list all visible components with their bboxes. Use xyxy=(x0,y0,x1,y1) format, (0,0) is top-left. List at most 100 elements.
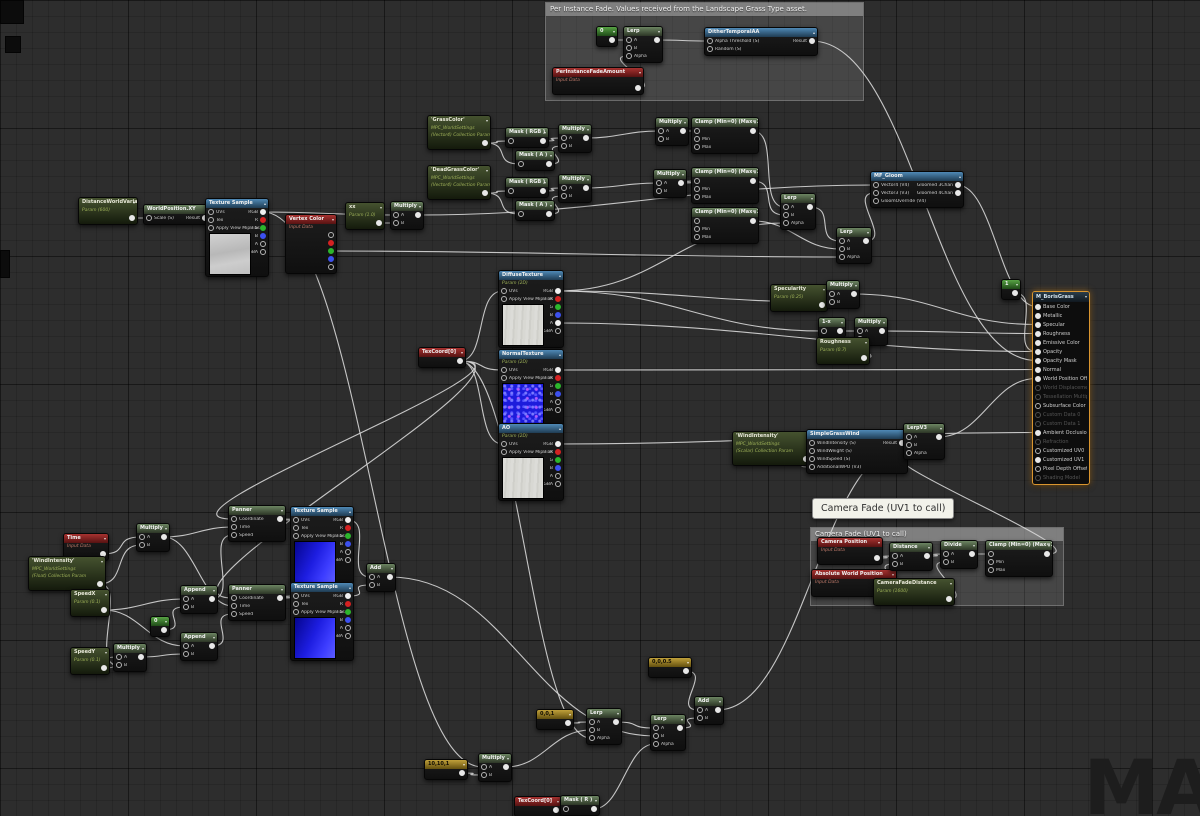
dropdown-arrow-icon[interactable]: ▾ xyxy=(212,635,215,640)
dropdown-arrow-icon[interactable]: ▾ xyxy=(568,712,571,717)
dropdown-arrow-icon[interactable]: ▾ xyxy=(612,29,615,34)
output-pin[interactable] xyxy=(750,178,756,184)
output-pin[interactable] xyxy=(677,725,683,731)
input-pin-windweight-s[interactable] xyxy=(809,448,815,454)
output-pin-a[interactable] xyxy=(345,549,351,555)
input-pin-b[interactable] xyxy=(116,662,122,668)
output-pin[interactable] xyxy=(277,516,283,522)
output-pin-result[interactable] xyxy=(809,38,815,44)
output-pin[interactable] xyxy=(161,534,167,540)
dropdown-arrow-icon[interactable]: ▾ xyxy=(462,762,465,767)
output-pin[interactable] xyxy=(874,555,880,561)
input-pin-b[interactable] xyxy=(892,561,898,567)
output-pin[interactable] xyxy=(837,328,843,334)
dropdown-arrow-icon[interactable]: ▾ xyxy=(506,756,509,761)
output-pin-rgb[interactable] xyxy=(555,288,561,294)
input-pin-b[interactable] xyxy=(829,299,835,305)
output-pin[interactable] xyxy=(1012,290,1018,296)
dropdown-arrow-icon[interactable]: ▾ xyxy=(543,180,546,185)
output-pin[interactable] xyxy=(328,240,334,246)
input-pin-max[interactable] xyxy=(694,194,700,200)
output-pin-g[interactable] xyxy=(260,225,266,231)
output-pin-g[interactable] xyxy=(555,457,561,463)
input-pin-min[interactable] xyxy=(988,559,994,565)
node-mfgloom[interactable]: MF_Gloom▴Vector4 (V4)Vector3 (V3)GloomOv… xyxy=(870,171,964,208)
dropdown-arrow-icon[interactable]: ▾ xyxy=(594,798,597,803)
node-sgw[interactable]: SimpleGrassWind▴WindIntensity (S)WindWei… xyxy=(806,429,908,474)
input-pin-b[interactable] xyxy=(369,582,375,588)
node-wdir[interactable]: 'WindIntensity'▾MPC_WorldSettings(Float)… xyxy=(28,556,106,591)
output-pin[interactable] xyxy=(678,180,684,186)
output-pin[interactable] xyxy=(459,770,465,776)
output-pin[interactable] xyxy=(540,138,546,144)
input-pin-min[interactable] xyxy=(694,226,700,232)
input-pin-metallic[interactable] xyxy=(1035,312,1041,319)
input-pin-b[interactable] xyxy=(943,559,949,565)
input-pin-opacity[interactable] xyxy=(1035,348,1041,355)
dropdown-arrow-icon[interactable]: ▾ xyxy=(1047,543,1050,548)
node-dither[interactable]: DitherTemporalAA▴Alpha Threshold (S)Rand… xyxy=(704,27,818,56)
dropdown-arrow-icon[interactable]: ▾ xyxy=(556,799,559,804)
output-pin[interactable] xyxy=(591,806,597,812)
input-pin-b[interactable] xyxy=(481,772,487,778)
dropdown-arrow-icon[interactable]: ▾ xyxy=(164,526,167,531)
output-pin[interactable] xyxy=(97,581,103,587)
output-pin[interactable] xyxy=(635,85,641,91)
output-pin[interactable] xyxy=(936,434,942,440)
output-pin-g[interactable] xyxy=(345,533,351,539)
input-pin-alpha[interactable] xyxy=(626,53,632,59)
dropdown-arrow-icon[interactable]: ▾ xyxy=(104,650,107,655)
input-pin-max[interactable] xyxy=(988,567,994,573)
input-pin-normal[interactable] xyxy=(1035,366,1041,373)
output-pin-b[interactable] xyxy=(555,391,561,397)
node-texB[interactable]: TexCoord[0]▾ xyxy=(514,796,562,816)
dropdown-arrow-icon[interactable]: ▾ xyxy=(753,120,756,125)
output-pin[interactable] xyxy=(969,551,975,557)
output-pin[interactable] xyxy=(328,264,334,270)
input-pin-time[interactable] xyxy=(231,524,237,530)
input-pin-apply-view-mipbias[interactable] xyxy=(208,225,214,231)
input-pin-emissive-color[interactable] xyxy=(1035,339,1041,346)
dropdown-arrow-icon[interactable]: ▾ xyxy=(103,536,106,541)
input-pin-pixel-depth-offset[interactable] xyxy=(1035,465,1041,472)
output-pin[interactable] xyxy=(863,238,869,244)
output-pin-gloomed-4chan[interactable] xyxy=(955,190,961,196)
input-pin-opacity-mask[interactable] xyxy=(1035,357,1041,364)
output-pin-b[interactable] xyxy=(260,233,266,239)
output-pin[interactable] xyxy=(328,232,334,238)
node-pifa[interactable]: PerInstanceFadeAmount▾Input Data xyxy=(552,67,644,95)
collapse-icon[interactable]: ▴ xyxy=(348,585,351,590)
dropdown-arrow-icon[interactable]: ▾ xyxy=(949,581,952,586)
output-pin[interactable] xyxy=(851,291,857,297)
node-campos[interactable]: Camera Position▾Input Data xyxy=(817,537,883,565)
input-pin-max[interactable] xyxy=(694,144,700,150)
dropdown-arrow-icon[interactable]: ▾ xyxy=(212,588,215,593)
output-pin[interactable] xyxy=(609,37,615,43)
dropdown-arrow-icon[interactable]: ▾ xyxy=(418,204,421,209)
input-pin-b[interactable] xyxy=(656,188,662,194)
dropdown-arrow-icon[interactable]: ▾ xyxy=(822,287,825,292)
input-pin-alpha[interactable] xyxy=(839,254,845,260)
node-wind2[interactable]: 'WindIntensity'▾MPC_WorldSettings(Scalar… xyxy=(732,431,812,466)
dropdown-arrow-icon[interactable]: ▾ xyxy=(718,699,721,704)
output-pin-rgba[interactable] xyxy=(555,481,561,487)
collapse-icon[interactable]: ▴ xyxy=(558,273,561,278)
output-pin-rgba[interactable] xyxy=(555,407,561,413)
input-pin-roughness[interactable] xyxy=(1035,330,1041,337)
output-pin[interactable] xyxy=(209,643,215,649)
dropdown-arrow-icon[interactable]: ▾ xyxy=(681,172,684,177)
